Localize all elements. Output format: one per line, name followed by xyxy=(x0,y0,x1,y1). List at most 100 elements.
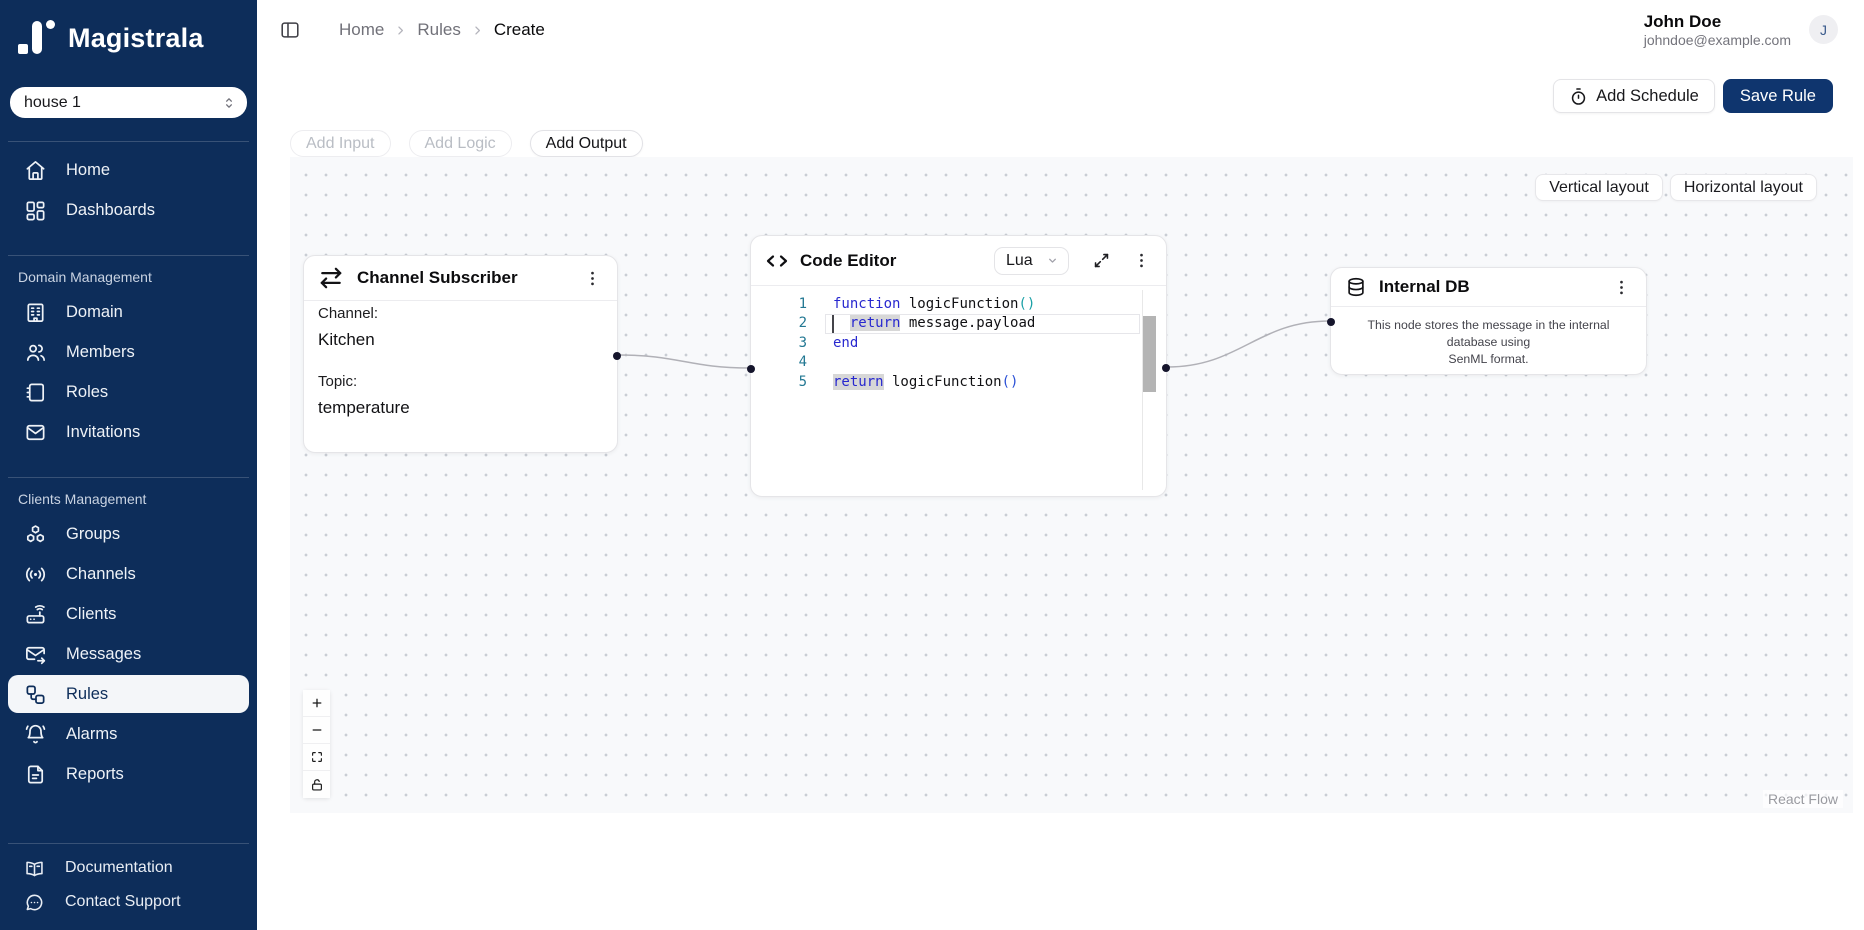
add-schedule-button[interactable]: Add Schedule xyxy=(1553,79,1715,113)
sidebar-item-label: Dashboards xyxy=(66,200,155,219)
sidebar-item-dashboards[interactable]: Dashboards xyxy=(8,191,249,229)
code-line: 2 return message.payload xyxy=(751,314,1166,333)
sidebar-item-members[interactable]: Members xyxy=(8,333,249,371)
node-title: Channel Subscriber xyxy=(357,268,518,287)
dashboards-icon xyxy=(24,199,47,222)
logo[interactable]: Magistrala xyxy=(0,0,257,62)
breadcrumb-rules[interactable]: Rules xyxy=(417,20,461,39)
sidebar-item-label: Groups xyxy=(66,524,121,543)
sidebar-item-groups[interactable]: Groups xyxy=(8,515,249,553)
sidebar-item-contact-support[interactable]: Contact Support xyxy=(8,885,249,919)
user-menu[interactable]: John Doe johndoe@example.com J xyxy=(1644,12,1838,48)
editor-scrollbar[interactable] xyxy=(1142,290,1156,490)
edge-editor-to-db xyxy=(1166,320,1331,368)
workspace-select[interactable]: house 1 xyxy=(10,87,247,118)
line-number: 4 xyxy=(798,354,807,371)
sidebar-item-reports[interactable]: Reports xyxy=(8,755,249,793)
channel-subscriber-node[interactable]: Channel Subscriber Channel: Kitchen Topi… xyxy=(303,255,621,453)
database-icon xyxy=(1345,276,1367,298)
fit-view-button[interactable] xyxy=(303,744,330,771)
sidebar-item-label: Roles xyxy=(66,382,109,401)
node-menu-button[interactable] xyxy=(581,267,603,289)
sidebar-item-roles[interactable]: Roles xyxy=(8,373,249,411)
radio-icon xyxy=(24,563,47,586)
react-flow-attribution[interactable]: React Flow xyxy=(1762,790,1843,808)
canvas-controls xyxy=(303,690,330,798)
node-body: This node stores the message in the inte… xyxy=(1331,307,1646,368)
node-divider xyxy=(1331,306,1646,307)
source-handle[interactable] xyxy=(1162,364,1170,372)
zoom-out-button[interactable] xyxy=(303,717,330,744)
chat-bubble-icon xyxy=(24,892,45,913)
sidebar-item-rules[interactable]: Rules xyxy=(8,675,249,713)
add-logic-button[interactable]: Add Logic xyxy=(408,130,512,157)
save-rule-button[interactable]: Save Rule xyxy=(1722,79,1833,113)
sidebar-item-label: Domain xyxy=(66,302,123,321)
edge-subscriber-to-editor xyxy=(617,354,750,369)
sidebar-item-domain[interactable]: Domain xyxy=(8,293,249,331)
zoom-out-icon xyxy=(310,723,324,737)
horizontal-layout-button[interactable]: Horizontal layout xyxy=(1669,174,1817,201)
node-title: Code Editor xyxy=(800,250,897,270)
user-name: John Doe xyxy=(1643,12,1722,32)
sidebar-item-label: Alarms xyxy=(66,724,118,743)
chevron-down-icon xyxy=(1045,253,1060,268)
add-output-button[interactable]: Add Output xyxy=(529,130,643,157)
sidebar-footer: Documentation Contact Support xyxy=(8,843,249,930)
target-handle[interactable] xyxy=(1327,318,1335,326)
code-editor-textarea[interactable]: 1 function logicFunction() 2 return mess… xyxy=(751,286,1166,498)
sidebar-item-messages[interactable]: Messages xyxy=(8,635,249,673)
target-handle[interactable] xyxy=(747,365,755,373)
sidebar-toggle-button[interactable] xyxy=(277,17,303,43)
code-editor-node[interactable]: Code Editor Lua xyxy=(747,235,1170,498)
kebab-icon xyxy=(583,269,602,288)
bell-icon xyxy=(24,723,47,746)
internal-db-node[interactable]: Internal DB This node stores the message… xyxy=(1327,267,1647,375)
code-line: 5 return logicFunction() xyxy=(751,373,1166,392)
line-number: 2 xyxy=(798,315,807,332)
zoom-in-button[interactable] xyxy=(303,690,330,717)
sidebar-item-documentation[interactable]: Documentation xyxy=(8,851,249,885)
node-palette: Add Input Add Logic Add Output xyxy=(257,113,1864,157)
sidebar-nav-primary: Home Dashboards xyxy=(0,142,257,229)
home-icon xyxy=(24,159,47,182)
code-line: 1 function logicFunction() xyxy=(751,295,1166,314)
node-menu-button[interactable] xyxy=(1610,276,1632,298)
breadcrumb-home[interactable]: Home xyxy=(339,20,385,39)
fit-view-icon xyxy=(310,750,324,764)
node-header: Code Editor Lua xyxy=(751,236,1166,285)
add-input-button[interactable]: Add Input xyxy=(290,130,391,157)
language-select[interactable]: Lua xyxy=(994,246,1069,275)
kebab-icon xyxy=(1612,278,1631,297)
layout-controls: Vertical layout Horizontal layout xyxy=(1535,174,1817,201)
building-icon xyxy=(24,301,47,324)
scrollbar-thumb[interactable] xyxy=(1143,316,1156,392)
save-rule-label: Save Rule xyxy=(1739,86,1816,105)
swap-arrows-icon xyxy=(318,265,344,291)
workflow-icon xyxy=(24,683,47,706)
zoom-in-icon xyxy=(310,696,324,710)
avatar[interactable]: J xyxy=(1809,15,1838,45)
node-menu-button[interactable] xyxy=(1130,250,1152,272)
sidebar-item-home[interactable]: Home xyxy=(8,151,249,189)
node-divider xyxy=(751,285,1166,286)
breadcrumb: Home Rules Create xyxy=(339,20,545,40)
sidebar-item-label: Documentation xyxy=(65,859,173,876)
source-handle[interactable] xyxy=(613,352,621,360)
line-number: 1 xyxy=(798,296,807,312)
sidebar-item-invitations[interactable]: Invitations xyxy=(8,413,249,451)
notebook-icon xyxy=(24,381,47,404)
vertical-layout-button[interactable]: Vertical layout xyxy=(1535,174,1663,201)
lock-toggle-button[interactable] xyxy=(303,771,330,798)
sidebar-item-clients[interactable]: Clients xyxy=(8,595,249,633)
main-content: Home Rules Create John Doe johndoe@examp… xyxy=(257,0,1864,930)
section-label-domain-management: Domain Management xyxy=(18,269,152,285)
user-email: johndoe@example.com xyxy=(1643,31,1791,48)
chevrons-up-down-icon xyxy=(221,95,237,111)
sidebar-item-channels[interactable]: Channels xyxy=(8,555,249,593)
expand-editor-button[interactable] xyxy=(1091,251,1111,271)
code-icon xyxy=(765,249,789,273)
flow-canvas[interactable]: Vertical layout Horizontal layout Channe… xyxy=(290,157,1853,813)
sidebar-item-alarms[interactable]: Alarms xyxy=(8,715,249,753)
